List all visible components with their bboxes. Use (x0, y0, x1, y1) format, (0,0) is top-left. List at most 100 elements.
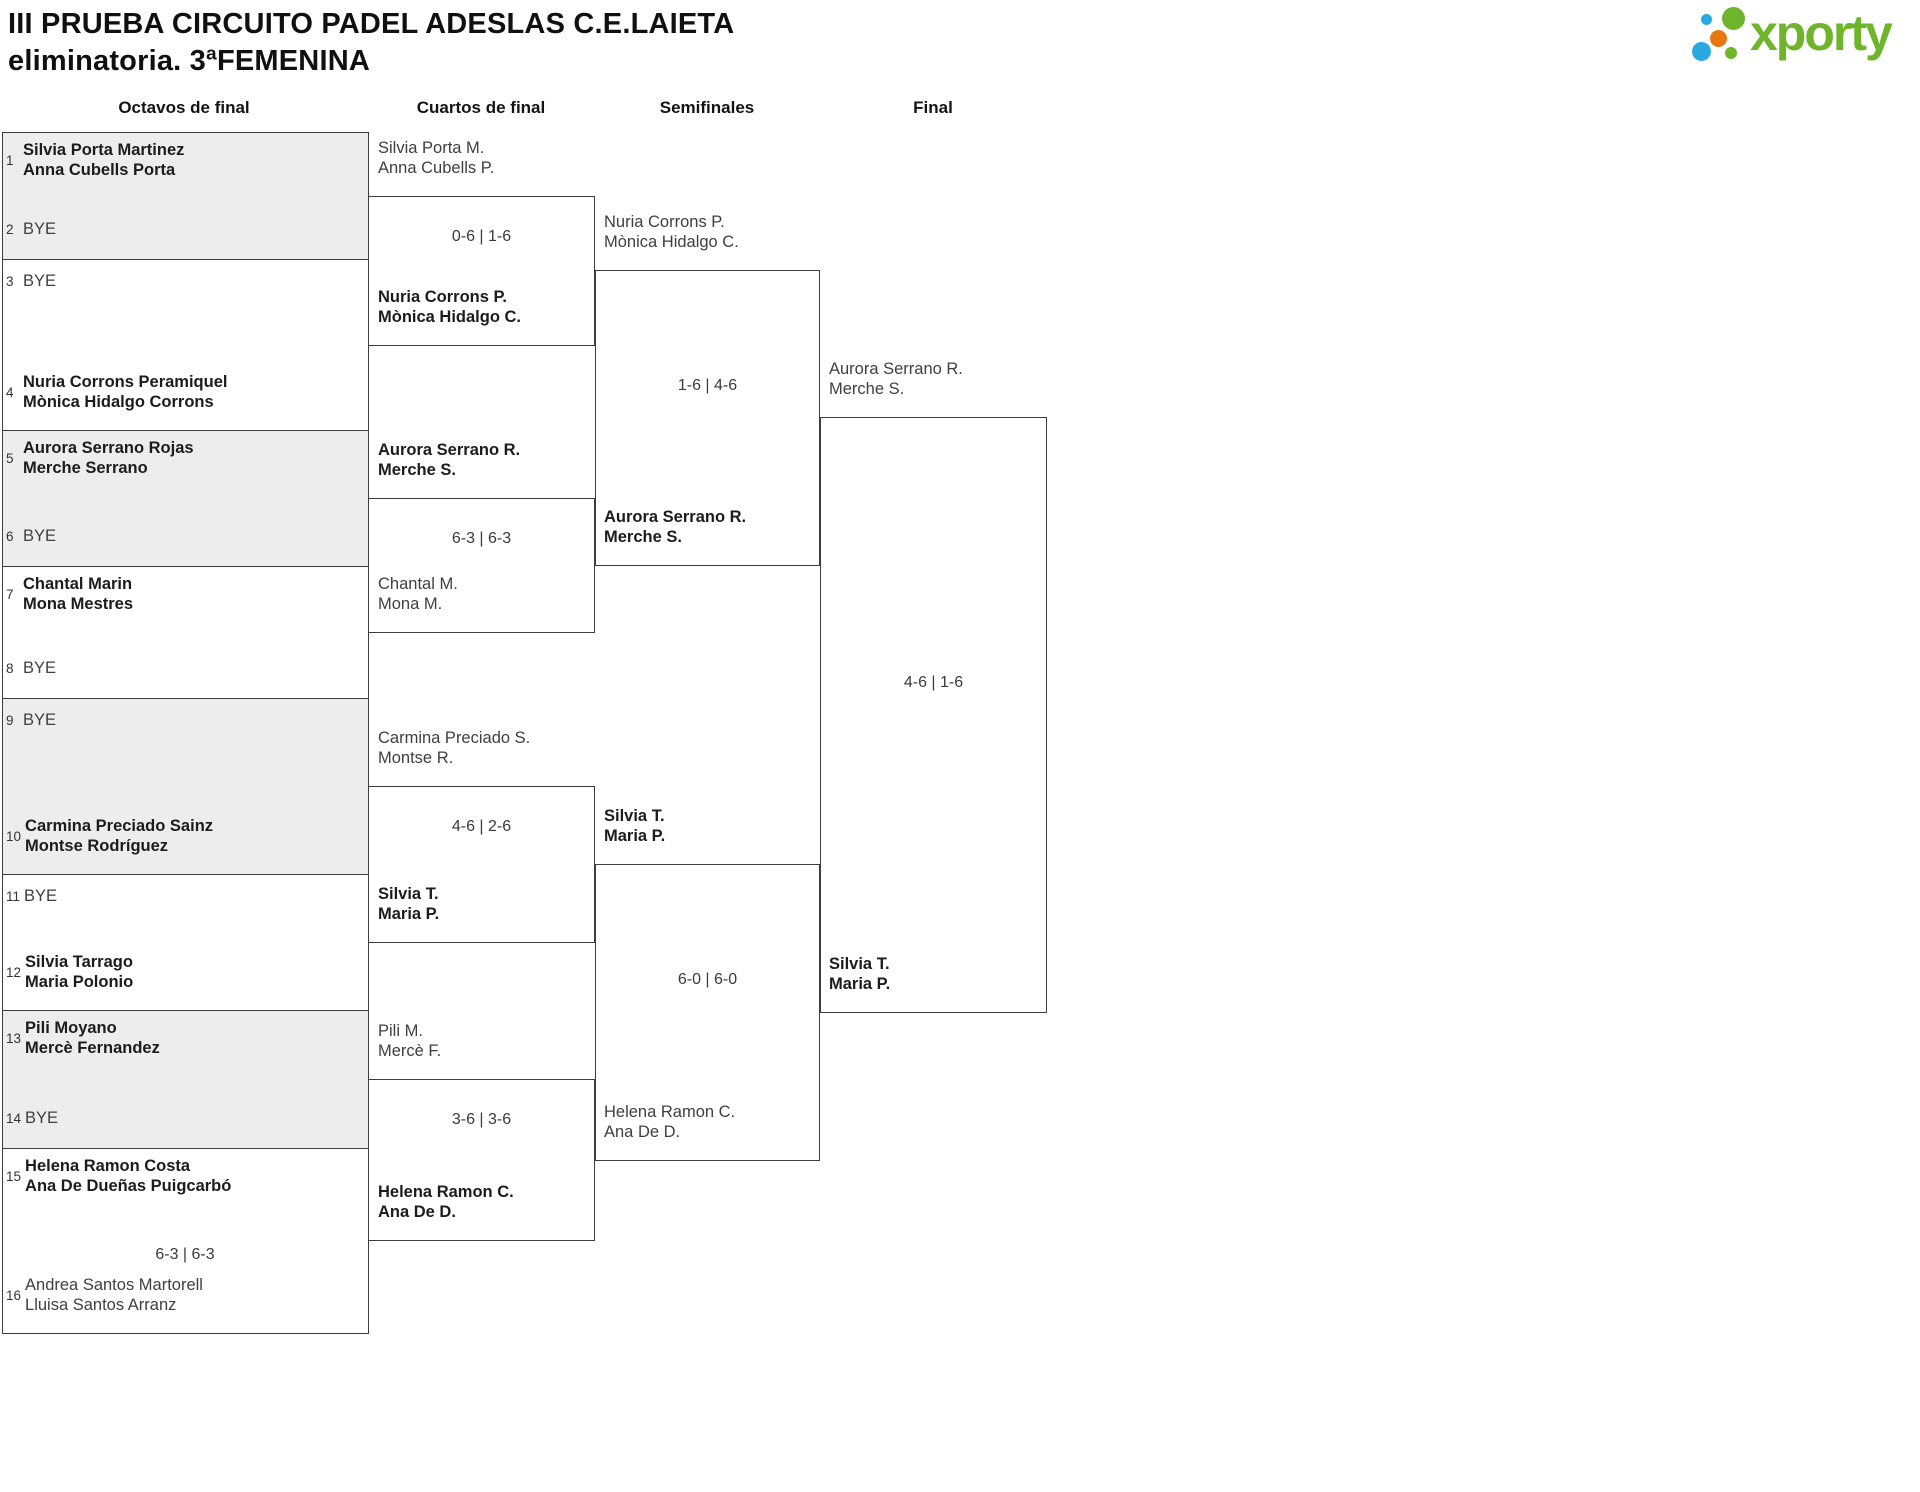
team-player-2: Mercè F. (378, 1042, 442, 1060)
r16-slot-11: 11 BYE (6, 886, 358, 906)
r16-slot-13: 13 Pili Moyano Mercè Fernandez (6, 1018, 358, 1058)
team-player-1: Silvia T. (378, 885, 439, 903)
sf2-bottom-team: Helena Ramon C. Ana De D. (604, 1102, 818, 1142)
team-player-2: Maria Polonio (25, 973, 134, 991)
seed-number: 1 (6, 152, 14, 168)
team-player-1: Carmina Preciado S. (378, 729, 531, 747)
team-player-2: Mònica Hidalgo C. (604, 233, 739, 251)
seed-number: 7 (6, 586, 14, 602)
qf2-score: 6-3 | 6-3 (451, 530, 512, 547)
sf1-score: 1-6 | 4-6 (677, 377, 738, 394)
final-score: 4-6 | 1-6 (903, 674, 964, 691)
team-player-1: Aurora Serrano R. (604, 508, 747, 526)
seed-number: 13 (6, 1030, 22, 1046)
team-player-2: Mònica Hidalgo C. (378, 308, 522, 326)
team-player-1: Nuria Corrons Peramiquel (23, 373, 228, 391)
team-name: Andrea Santos Martorell Lluisa Santos Ar… (25, 1275, 203, 1315)
team-player-1: Pili M. (378, 1022, 423, 1040)
round-header-cuartos: Cuartos de final (416, 98, 546, 117)
team-player-2: Mercè Fernandez (25, 1039, 160, 1057)
r16-slot-10: 10 Carmina Preciado Sainz Montse Rodrígu… (6, 816, 358, 856)
team-player-1: Helena Ramon C. (378, 1183, 514, 1201)
qf1-top-team: Silvia Porta M. Anna Cubells P. (378, 138, 592, 178)
r16-slot-14: 14 BYE (6, 1108, 358, 1128)
team-player-1: BYE (23, 659, 57, 677)
round-header-octavos: Octavos de final (118, 98, 250, 117)
team-name: BYE (25, 1108, 58, 1128)
team-player-1: Chantal Marin (23, 575, 133, 593)
sf2-score: 6-0 | 6-0 (677, 971, 738, 988)
sf2-top-team: Silvia T. Maria P. (604, 806, 818, 846)
round-header-final: Final (913, 98, 953, 117)
seed-number: 15 (6, 1168, 22, 1184)
xporty-logo[interactable]: xporty (1688, 0, 1913, 70)
final-top-team: Aurora Serrano R. Merche S. (829, 359, 1043, 399)
seed-number: 14 (6, 1110, 22, 1126)
final-bottom-team-champion: Silvia T. Maria P. (829, 954, 1043, 994)
team-player-1: Pili Moyano (25, 1019, 117, 1037)
seed-number: 9 (6, 712, 14, 728)
team-name: BYE (23, 219, 56, 239)
r16-slot-5: 5 Aurora Serrano Rojas Merche Serrano (6, 438, 358, 478)
seed-number: 10 (6, 828, 22, 844)
qf3-top-team: Carmina Preciado S. Montse R. (378, 728, 592, 768)
team-player-1: BYE (23, 272, 57, 290)
page-title-line2: eliminatoria. 3ªFEMENINA (8, 45, 370, 77)
logo-dot-green-large-icon (1722, 7, 1745, 30)
team-player-1: Silvia Tarrago (25, 953, 133, 971)
team-player-2: Montse R. (378, 749, 454, 767)
seed-number: 12 (6, 964, 22, 980)
r16-slot-15: 15 Helena Ramon Costa Ana De Dueñas Puig… (6, 1156, 358, 1196)
team-player-1: BYE (23, 220, 57, 238)
team-player-1: Silvia Porta M. (378, 139, 485, 157)
team-name: BYE (23, 710, 56, 730)
qf2-bottom-team: Chantal M. Mona M. (378, 574, 592, 614)
qf3-match-box (368, 786, 595, 943)
r16-slot-16: 16 Andrea Santos Martorell Lluisa Santos… (6, 1275, 358, 1315)
page-title-line1: III PRUEBA CIRCUITO PADEL ADESLAS C.E.LA… (8, 8, 735, 40)
r16-box-seeds-7-8 (2, 566, 369, 699)
team-player-1: Nuria Corrons P. (378, 288, 507, 306)
sf2-match-box (595, 864, 820, 1161)
logo-dot-orange-icon (1710, 30, 1727, 47)
team-player-2: Merche S. (378, 461, 456, 479)
team-player-1: Silvia Porta Martinez (23, 141, 185, 159)
seed-number: 3 (6, 273, 14, 289)
team-player-2: Mona Mestres (23, 595, 134, 613)
team-player-2: Maria P. (829, 975, 891, 993)
team-player-2: Anna Cubells P. (378, 159, 495, 177)
team-player-1: Andrea Santos Martorell (25, 1276, 203, 1294)
team-name: Chantal Marin Mona Mestres (23, 574, 133, 614)
team-player-1: Helena Ramon Costa (25, 1157, 191, 1175)
team-player-1: BYE (23, 527, 57, 545)
team-player-2: Maria P. (378, 905, 440, 923)
team-player-2: Ana De D. (378, 1203, 456, 1221)
logo-dot-blue-small-icon (1701, 14, 1712, 25)
team-player-1: Carmina Preciado Sainz (25, 817, 214, 835)
r16-slot-8: 8 BYE (6, 658, 358, 678)
r16-slot-7: 7 Chantal Marin Mona Mestres (6, 574, 358, 614)
team-player-2: Montse Rodríguez (25, 837, 169, 855)
team-name: Helena Ramon Costa Ana De Dueñas Puigcar… (25, 1156, 231, 1196)
logo-dot-green-small-icon (1725, 47, 1737, 59)
final-match-box (820, 417, 1047, 1013)
qf2-top-team: Aurora Serrano R. Merche S. (378, 440, 592, 480)
seed-number: 5 (6, 450, 14, 466)
seed-number: 8 (6, 660, 14, 676)
r16-box-seeds-11-12 (2, 874, 369, 1011)
team-player-1: Silvia T. (829, 955, 890, 973)
seed-number: 11 (6, 888, 21, 904)
r16-slot-1: 1 Silvia Porta Martinez Anna Cubells Por… (6, 140, 358, 180)
r16-box-seeds-1-2 (2, 132, 369, 260)
qf4-bottom-team: Helena Ramon C. Ana De D. (378, 1182, 592, 1222)
r16-match-score: 6-3 | 6-3 (155, 1246, 215, 1263)
team-player-2: Ana De Dueñas Puigcarbó (25, 1177, 232, 1195)
qf1-bottom-team: Nuria Corrons P. Mònica Hidalgo C. (378, 287, 592, 327)
r16-box-seeds-15-16 (2, 1148, 369, 1334)
page-title: III PRUEBA CIRCUITO PADEL ADESLAS C.E.LA… (8, 6, 734, 80)
team-player-1: BYE (25, 1109, 59, 1127)
team-player-2: Maria P. (604, 827, 666, 845)
team-player-1: Chantal M. (378, 575, 458, 593)
team-player-2: Lluisa Santos Arranz (25, 1296, 177, 1314)
